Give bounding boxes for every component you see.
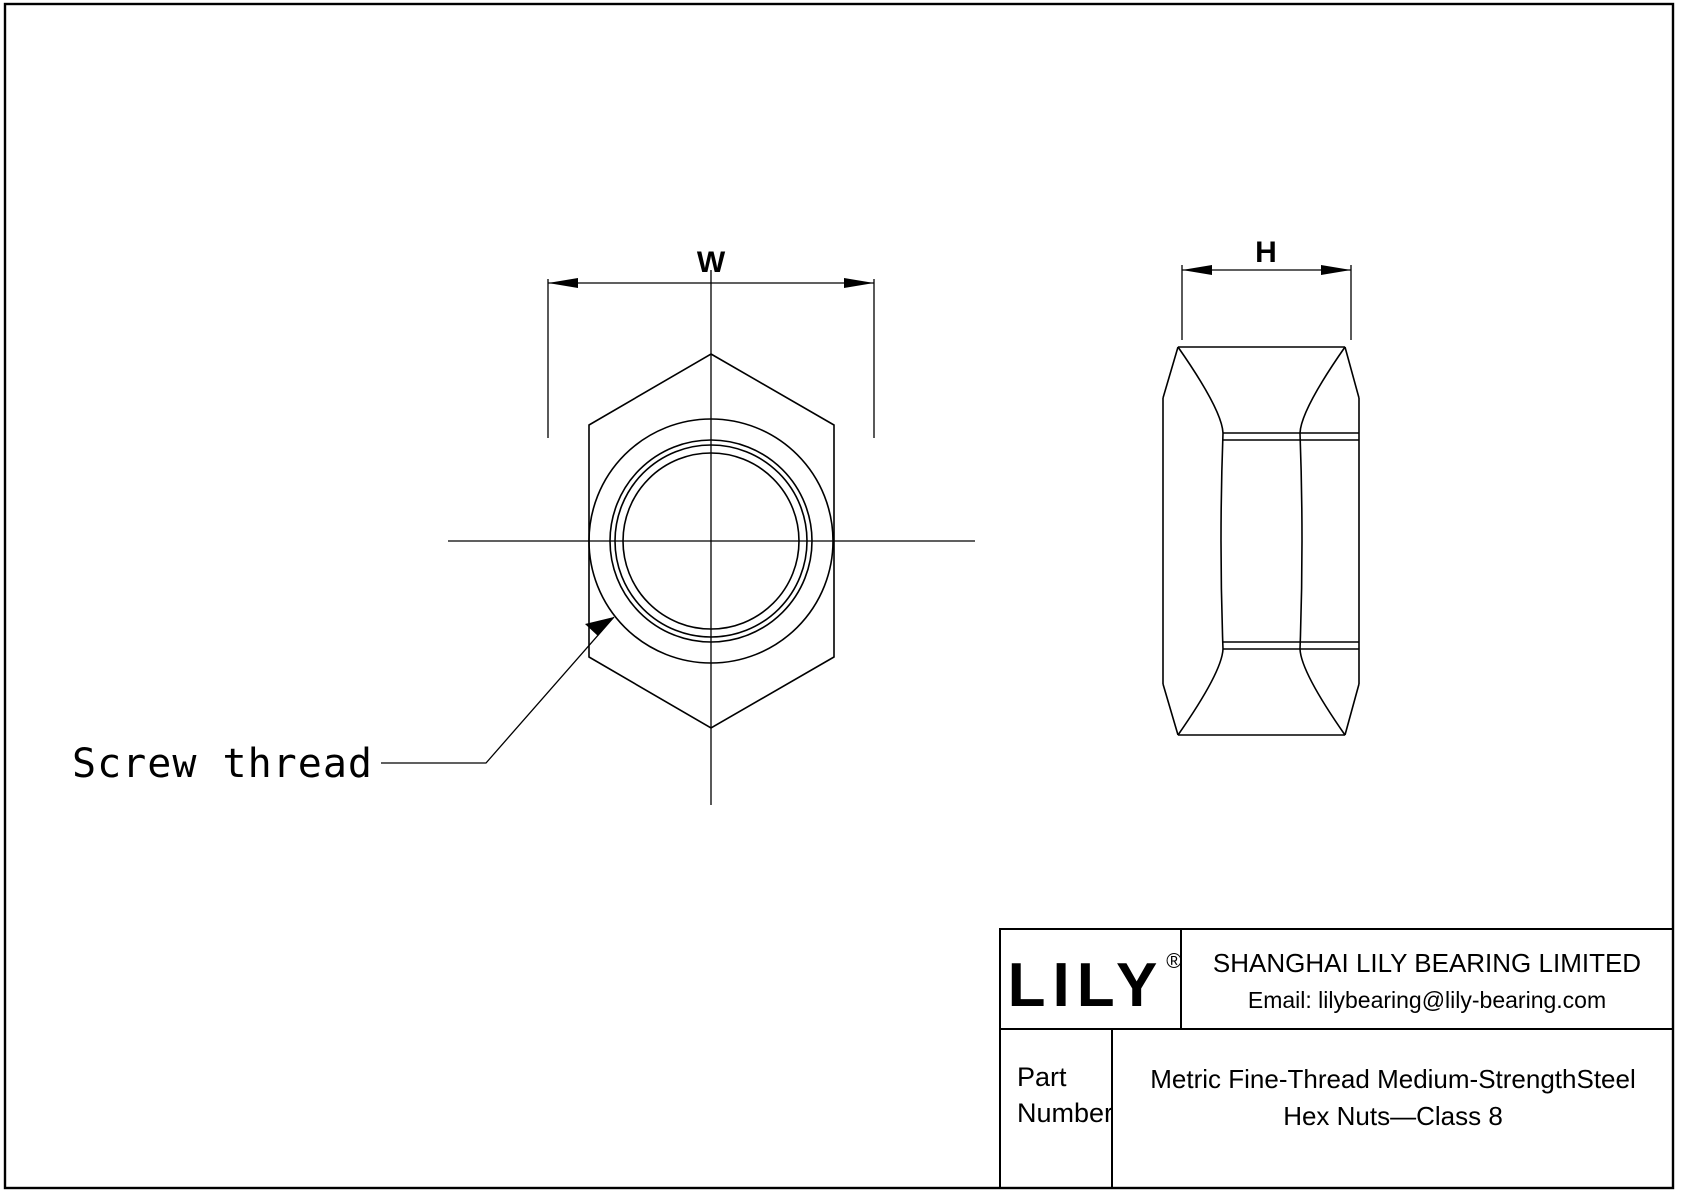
hex-outline (588, 353, 835, 729)
dimension-w: W (547, 246, 875, 438)
title-block: LILY ® SHANGHAI LILY BEARING LIMITED Ema… (999, 928, 1674, 1189)
part-number-label-line1: Part (1017, 1062, 1067, 1092)
side-chamfer-lines (1223, 432, 1359, 650)
callout-screw-thread: Screw thread (72, 616, 615, 787)
side-body-outline (1162, 346, 1360, 736)
front-view-centerlines (448, 270, 975, 805)
front-view: W (448, 246, 975, 805)
company-cell: SHANGHAI LILY BEARING LIMITED Email: lil… (1213, 948, 1641, 1013)
logo-cell: LILY ® (1008, 950, 1183, 1020)
logo-text: LILY (1008, 951, 1165, 1020)
callout-screw-thread-label: Screw thread (72, 741, 373, 787)
dimension-h-label: H (1255, 236, 1277, 269)
company-name: SHANGHAI LILY BEARING LIMITED (1213, 948, 1641, 978)
dimension-h: H (1181, 236, 1352, 340)
dimension-w-label: W (697, 246, 726, 279)
side-chamfer-arcs (1177, 346, 1346, 736)
drawing-frame (3, 2, 1675, 1190)
part-number-label-line2: Number (1017, 1098, 1113, 1128)
thread-circles (609, 439, 813, 643)
company-email: Email: lilybearing@lily-bearing.com (1248, 987, 1606, 1013)
registered-mark-icon: ® (1166, 950, 1182, 973)
chamfer-circle (588, 418, 834, 664)
part-description-cell: Metric Fine-Thread Medium-StrengthSteel … (1150, 1064, 1636, 1131)
part-description-line1: Metric Fine-Thread Medium-StrengthSteel (1150, 1064, 1636, 1094)
part-description-line2: Hex Nuts—Class 8 (1283, 1101, 1503, 1131)
side-view: H (1162, 236, 1360, 736)
part-number-cell: Part Number (1017, 1062, 1113, 1128)
